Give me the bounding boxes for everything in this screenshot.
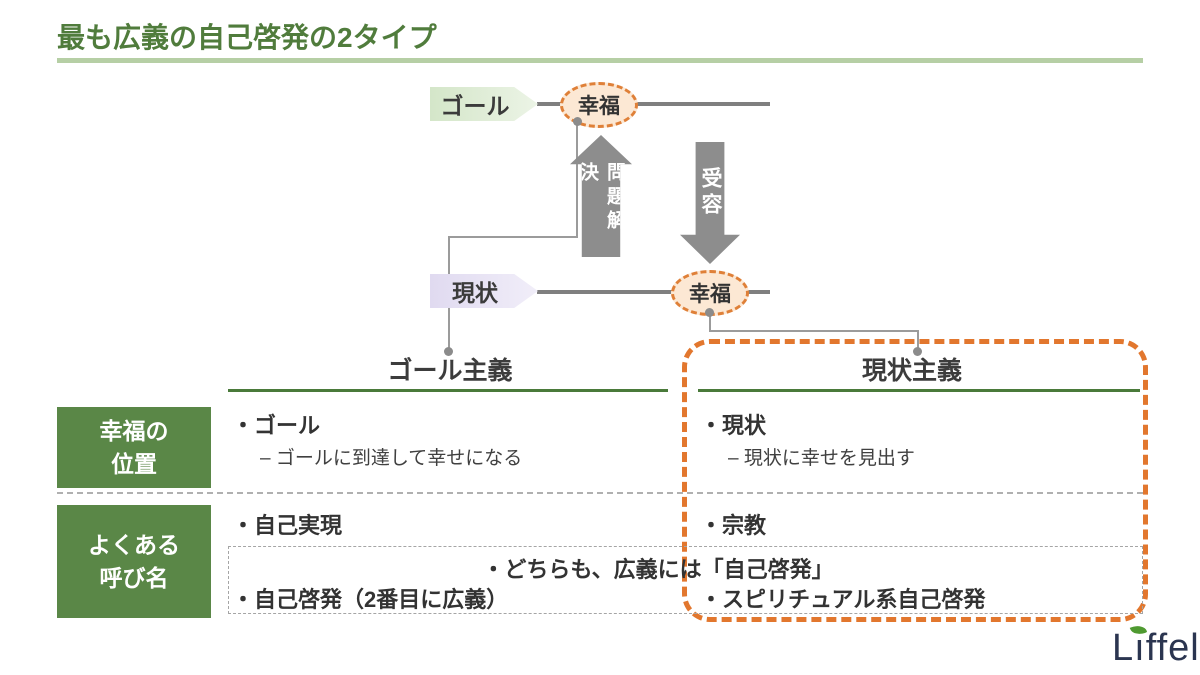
goal-column-header: ゴール主義 [387,357,513,385]
status-column-underline [698,389,1140,392]
connector-status-v1 [709,312,711,331]
row-separator [57,492,1143,494]
happiness-bottom-label: 幸福 [689,283,731,306]
goal-label-arrow: ゴール [430,87,538,121]
status-highlight-frame [682,339,1148,622]
status-position-item: ・現状 [700,413,767,438]
happiness-ellipse-top: 幸福 [560,82,638,128]
status-label: 現状 [452,280,498,306]
goal-axis-line [537,102,770,106]
connector-status-h [709,330,919,332]
connector-goal-v1 [576,121,578,237]
status-name-item: ・宗教 [700,513,767,538]
goal-label: ゴール [440,93,510,119]
problem-solving-up-arrow: 問題解決 [570,135,632,257]
problem-solving-label: 問題解決 [577,162,625,234]
row-label-line: 幸福の [99,418,169,445]
goal-name-item-2: ・自己啓発（2番目に広義） [232,587,509,612]
status-name-item-2: ・スピリチュアル系自己啓発 [700,587,986,612]
page-title: 最も広義の自己啓発の2タイプ [57,22,437,53]
row-label-line: よくある [88,532,180,559]
connector-status-v2 [917,330,919,352]
happiness-top-label: 幸福 [578,95,620,118]
status-column-header: 現状主義 [861,357,962,385]
happiness-ellipse-bottom: 幸福 [671,270,749,316]
goal-column-underline [228,389,668,392]
row-label-happiness-position: 幸福の 位置 [57,407,211,488]
logo-text: ı [1134,627,1146,669]
logo-text: ffel [1145,627,1200,669]
liffel-logo: L ı ffel [1112,622,1200,670]
connector-dot [705,308,714,317]
goal-position-item: ・ゴール [232,413,321,438]
acceptance-label: 受容 [699,167,722,219]
status-axis-line [537,290,770,294]
connector-dot [444,347,453,356]
shared-note: ・どちらも、広義には「自己啓発」 [482,557,834,582]
goal-position-detail: – ゴールに到達して幸せになる [260,448,523,469]
title-underline [57,58,1143,63]
row-label-line: 呼び名 [99,564,169,591]
logo-i: ı [1129,622,1148,670]
row-label-common-names: よくある 呼び名 [57,505,211,618]
connector-dot [913,347,922,356]
acceptance-down-arrow: 受容 [680,142,740,264]
connector-dot [573,117,582,126]
status-position-detail: – 現状に幸せを見出す [728,448,915,469]
goal-name-item: ・自己実現 [232,513,343,538]
logo-text: L [1112,627,1135,669]
connector-goal-h [448,236,578,238]
row-label-line: 位置 [111,450,157,477]
status-label-arrow: 現状 [430,274,538,308]
shared-note-box [228,546,1143,614]
